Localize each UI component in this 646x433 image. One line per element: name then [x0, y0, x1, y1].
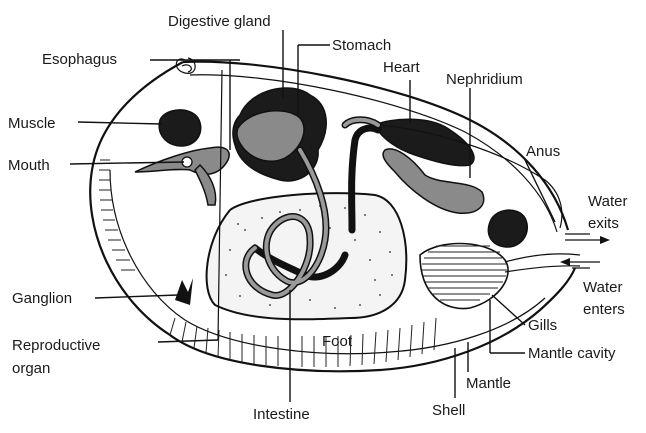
- label-reproductive-line1: Reproductive: [12, 337, 100, 354]
- label-ganglion: Ganglion: [12, 290, 72, 307]
- posterior-adductor-muscle: [488, 210, 527, 247]
- label-muscle: Muscle: [8, 115, 56, 132]
- mouth: [135, 147, 229, 205]
- label-digestive-gland: Digestive gland: [168, 13, 271, 30]
- label-water-exits-line1: Water: [588, 193, 627, 210]
- water-enter-arrow: [560, 258, 600, 268]
- label-mantle: Mantle: [466, 375, 511, 392]
- label-heart: Heart: [383, 59, 421, 76]
- label-water-enters-line1: Water: [583, 279, 622, 296]
- ganglion: [175, 278, 193, 305]
- label-nephridium: Nephridium: [446, 71, 523, 88]
- label-esophagus: Esophagus: [42, 51, 117, 68]
- label-gills: Gills: [528, 317, 557, 334]
- label-mantle-cavity: Mantle cavity: [528, 345, 616, 362]
- gills: [420, 244, 580, 309]
- label-reproductive-line2: organ: [12, 360, 50, 377]
- muscle: [159, 110, 201, 146]
- label-anus: Anus: [526, 143, 560, 160]
- label-water-enters-line2: enters: [583, 301, 625, 318]
- label-water-exits-line2: exits: [588, 215, 619, 232]
- label-intestine: Intestine: [253, 406, 310, 423]
- label-shell: Shell: [432, 402, 465, 419]
- label-foot: Foot: [322, 333, 353, 350]
- label-mouth: Mouth: [8, 157, 50, 174]
- foot-striations: [170, 318, 436, 367]
- water-exit-arrow: [565, 234, 610, 244]
- label-stomach: Stomach: [332, 37, 391, 54]
